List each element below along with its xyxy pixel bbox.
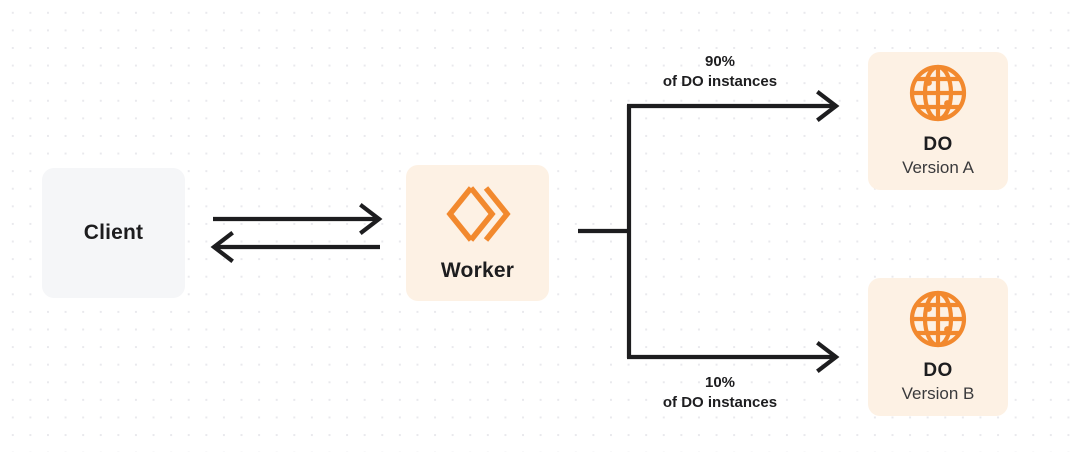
edge-label-do-b: 10% of DO instances (613, 373, 827, 414)
node-worker[interactable]: Worker (406, 165, 549, 301)
globe-icon (909, 290, 967, 348)
node-do-b-subtitle: Version B (901, 384, 975, 403)
edge-percent-do-a: 90% (704, 53, 736, 70)
arrow-worker-to-do-b (627, 341, 840, 373)
edge-sublabel-do-b: of DO instances (662, 394, 778, 412)
edge-percent-do-b: 10% (704, 374, 736, 391)
arrow-client-to-worker (213, 203, 383, 235)
cloudflare-workers-logo-icon (445, 183, 511, 245)
globe-icon (909, 64, 967, 122)
node-do-a-subtitle: Version A (902, 158, 974, 177)
arrow-worker-to-client (210, 231, 380, 263)
node-do-version-a[interactable]: DO Version A (868, 52, 1008, 190)
edge-label-do-a: 90% of DO instances (613, 52, 827, 93)
node-client-title: Client (83, 221, 144, 244)
node-do-b-title: DO (923, 360, 953, 381)
node-do-version-b[interactable]: DO Version B (868, 278, 1008, 416)
arrow-worker-to-do-a (627, 90, 840, 122)
node-client[interactable]: Client (42, 168, 185, 298)
node-worker-title: Worker (440, 259, 515, 282)
node-do-a-title: DO (923, 134, 953, 155)
edge-sublabel-do-a: of DO instances (662, 73, 778, 91)
